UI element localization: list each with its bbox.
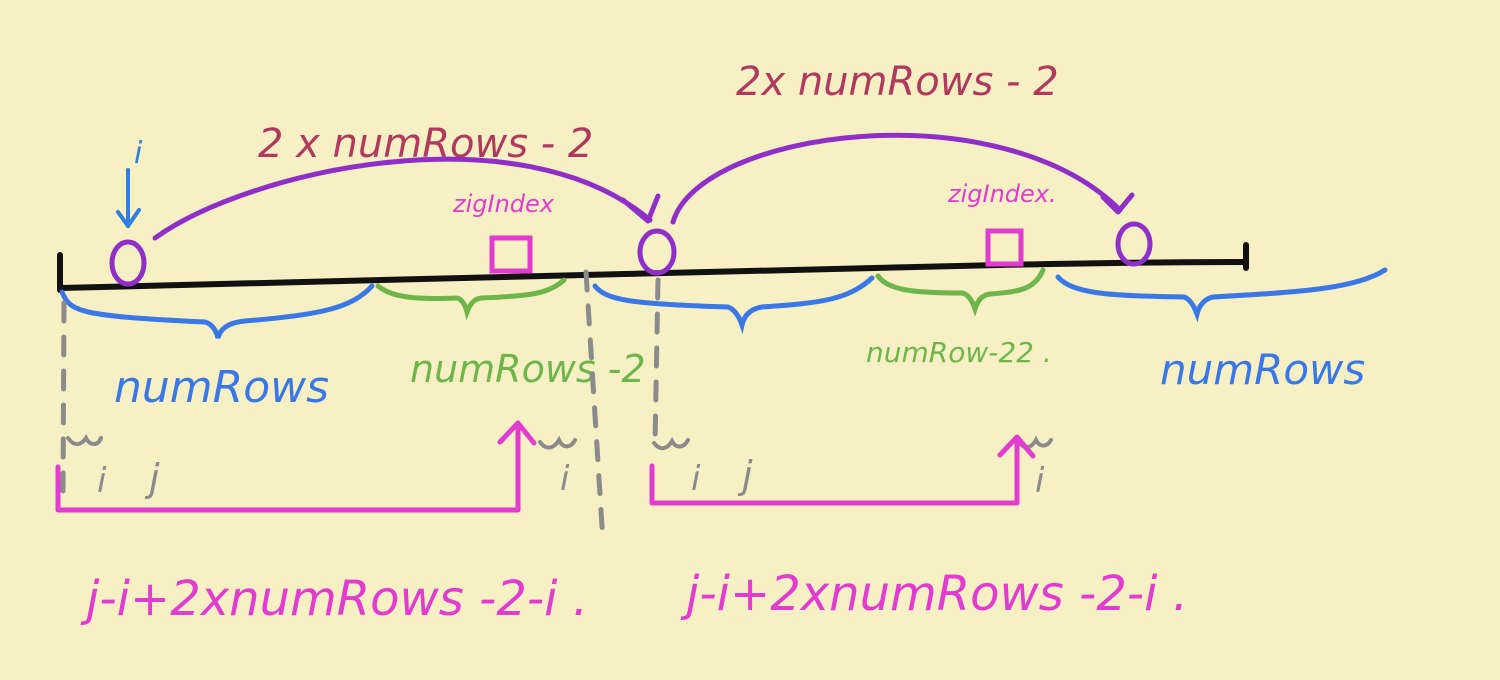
- right-guide-line: [652, 277, 661, 447]
- right-arc-label: 2x numRows - 2: [736, 59, 1059, 105]
- left-guide-line: [60, 300, 67, 495]
- main-axis: [57, 242, 1249, 293]
- step-circles: [109, 221, 1153, 287]
- right-zig-label: zigIndex.: [947, 180, 1057, 208]
- right-pink-arrowhead: [997, 434, 1036, 459]
- center-guide-line: [583, 269, 606, 545]
- left-arc-label: 2 x numRows - 2: [258, 121, 593, 167]
- tick-i-3: i: [691, 459, 701, 499]
- right-blue-brace: [1055, 267, 1388, 323]
- zig-index-markers: zigIndex zigIndex.: [452, 180, 1057, 274]
- green-braces: numRows -2 numRow-22 .: [375, 267, 1052, 391]
- index-arrow-head: [116, 208, 141, 228]
- index-marker: i: [116, 136, 143, 228]
- left-jump-arc: [152, 156, 653, 241]
- left-blue-brace-label: numRows: [114, 362, 329, 413]
- start-circle: [109, 239, 147, 287]
- left-green-brace-label: numRows -2: [410, 347, 646, 391]
- left-green-brace: [375, 277, 567, 321]
- right-wave-mark: [652, 436, 690, 451]
- tick-i-4: i: [1035, 461, 1045, 501]
- right-blue-brace-label: numRows: [1160, 345, 1365, 394]
- left-blue-brace: [59, 283, 375, 339]
- right-jump-arc: [670, 132, 1123, 225]
- end-circle: [1115, 221, 1153, 267]
- left-wave-mark: [66, 434, 103, 446]
- middle-wave-mark: [538, 435, 577, 450]
- left-zig-label: zigIndex: [452, 190, 555, 218]
- left-pink-arrowhead: [497, 420, 537, 446]
- tick-i-2: i: [560, 459, 570, 499]
- index-label: i: [134, 136, 143, 171]
- right-formula: j-i+2xnumRows -2-i .: [680, 566, 1188, 622]
- right-green-brace: [875, 267, 1046, 317]
- jump-arcs: [152, 132, 1135, 241]
- right-green-brace-label: numRow-22 .: [866, 336, 1052, 369]
- tick-i-1: i: [97, 461, 107, 501]
- middle-circle: [637, 228, 677, 276]
- blue-braces: numRows numRows: [59, 267, 1388, 413]
- left-zig-marker: [489, 235, 533, 274]
- left-jump-arrowhead: [620, 193, 661, 224]
- pink-brackets: [55, 420, 1036, 513]
- right-jump-arrowhead: [1100, 192, 1135, 215]
- tick-j-2: j: [737, 453, 753, 497]
- right-zig-marker: [985, 228, 1024, 267]
- axis-line: [57, 259, 1249, 291]
- middle-blue-brace: [592, 275, 875, 335]
- left-pink-bracket: [55, 425, 521, 513]
- right-pink-bracket: [649, 435, 1020, 506]
- tick-j-1: j: [144, 456, 160, 500]
- left-formula: j-i+2xnumRows -2-i .: [80, 571, 588, 627]
